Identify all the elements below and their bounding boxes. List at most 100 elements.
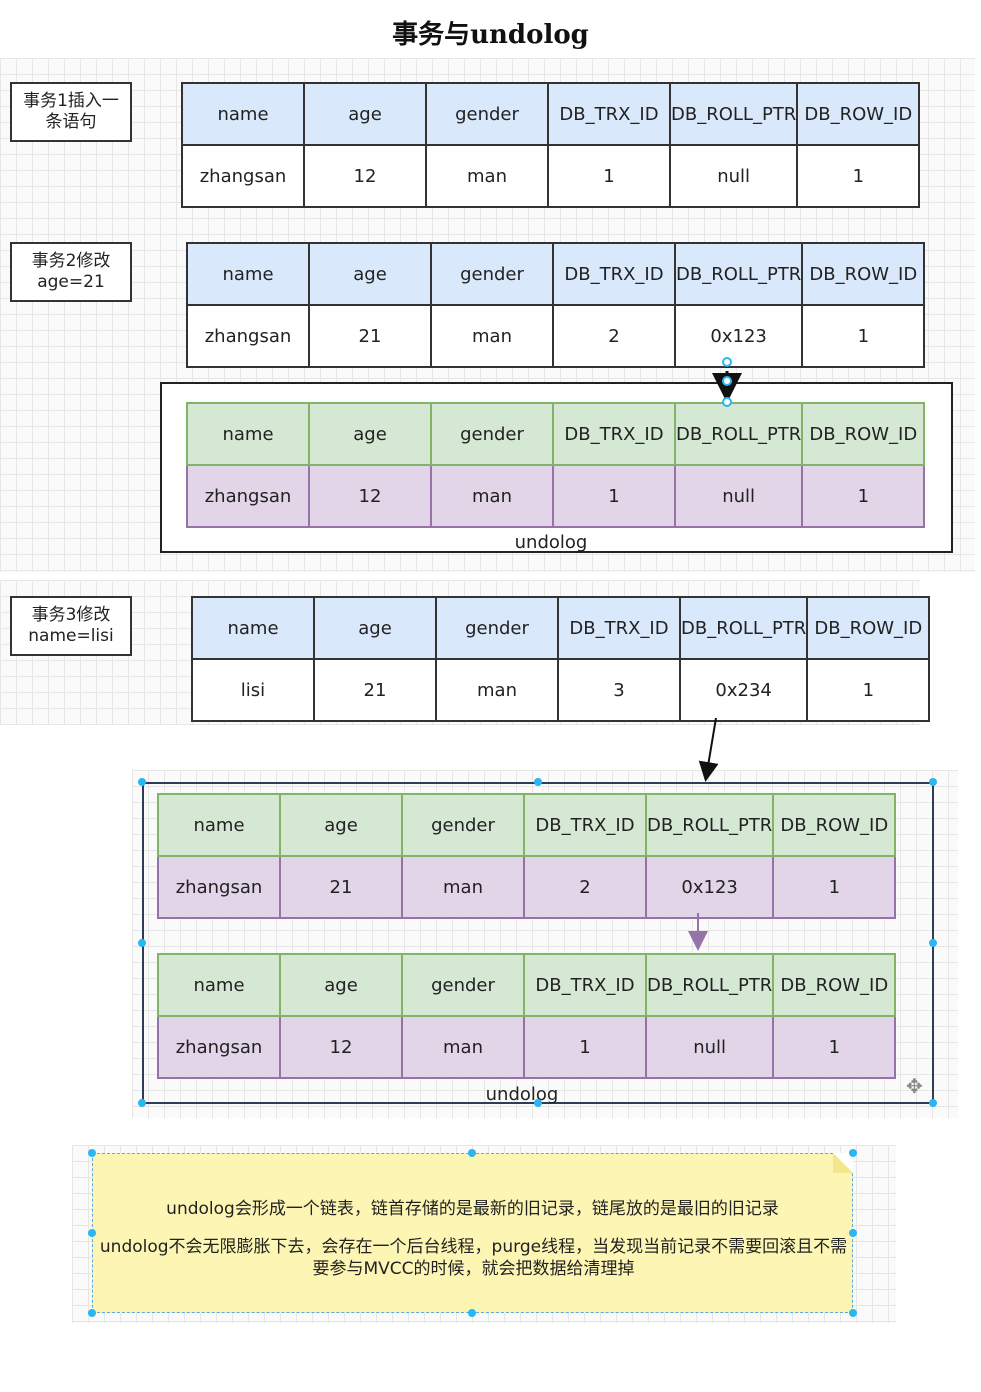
resize-handle[interactable]: [849, 1149, 857, 1157]
cell: man: [401, 1015, 525, 1079]
col-gender: gender: [430, 402, 554, 466]
resize-handle[interactable]: [88, 1309, 96, 1317]
cell: zhangsan: [181, 144, 305, 208]
col-db-roll-ptr: DB_ROLL_PTR: [644, 953, 775, 1017]
step2-label: 事务2修改 age=21: [10, 242, 132, 302]
col-age: age: [279, 953, 403, 1017]
note-line-1: undolog会形成一个链表，链首存储的是最新的旧记录，链尾放的是最旧的旧记录: [166, 1199, 779, 1219]
cell: zhangsan: [157, 1015, 281, 1079]
col-age: age: [313, 596, 437, 660]
note-fold-corner: [833, 1153, 853, 1173]
col-db-roll-ptr: DB_ROLL_PTR: [673, 402, 804, 466]
cell: 1: [801, 304, 926, 368]
cell: 1: [806, 658, 931, 722]
undolog2-table-oldest: name age gender DB_TRX_ID DB_ROLL_PTR DB…: [157, 953, 897, 1079]
undolog-label-1: undolog: [514, 532, 588, 553]
col-db-trx-id: DB_TRX_ID: [552, 242, 676, 306]
cell: null: [673, 464, 804, 528]
table-row: zhangsan 12 man 1 null 1: [157, 1015, 897, 1079]
cell: man: [430, 304, 554, 368]
cell: 21: [313, 658, 437, 722]
cell: zhangsan: [186, 464, 310, 528]
resize-handle[interactable]: [849, 1229, 857, 1237]
cell: zhangsan: [186, 304, 310, 368]
step3-label: 事务3修改 name=lisi: [10, 596, 132, 656]
resize-handle[interactable]: [138, 939, 146, 947]
col-db-row-id: DB_ROW_ID: [772, 793, 897, 857]
cell: 0x123: [673, 304, 804, 368]
cell: 21: [279, 855, 403, 919]
table-row: zhangsan 21 man 2 0x123 1: [157, 855, 897, 919]
resize-handle[interactable]: [849, 1309, 857, 1317]
col-db-roll-ptr: DB_ROLL_PTR: [644, 793, 775, 857]
resize-handle[interactable]: [468, 1309, 476, 1317]
cell: 12: [308, 464, 432, 528]
col-age: age: [279, 793, 403, 857]
cell: 0x234: [678, 658, 809, 722]
cell: man: [435, 658, 559, 722]
col-db-trx-id: DB_TRX_ID: [523, 953, 647, 1017]
cell: 2: [552, 304, 676, 368]
resize-handle[interactable]: [929, 1099, 937, 1107]
undolog-label-2: undolog: [485, 1084, 559, 1105]
pointer-arrow-step3: [698, 717, 719, 782]
cell: null: [668, 144, 799, 208]
col-db-trx-id: DB_TRX_ID: [547, 82, 671, 146]
resize-handle[interactable]: [929, 939, 937, 947]
cell: 12: [303, 144, 427, 208]
col-name: name: [157, 953, 281, 1017]
col-gender: gender: [425, 82, 549, 146]
table-row: zhangsan 12 man 1 null 1: [181, 144, 921, 208]
col-gender: gender: [401, 793, 525, 857]
resize-handle[interactable]: [88, 1229, 96, 1237]
col-name: name: [186, 242, 310, 306]
col-db-row-id: DB_ROW_ID: [772, 953, 897, 1017]
cell: 12: [279, 1015, 403, 1079]
resize-handle[interactable]: [534, 778, 542, 786]
cell: 1: [772, 855, 897, 919]
cell: 0x123: [644, 855, 775, 919]
cell: 3: [557, 658, 681, 722]
col-db-roll-ptr: DB_ROLL_PTR: [673, 242, 804, 306]
table-row: zhangsan 12 man 1 null 1: [186, 464, 926, 528]
resize-handle[interactable]: [88, 1149, 96, 1157]
undolog1-table: name age gender DB_TRX_ID DB_ROLL_PTR DB…: [186, 402, 926, 528]
cell: null: [644, 1015, 775, 1079]
note-line-2: undolog不会无限膨胀下去，会存在一个后台线程，purge线程，当发现当前记…: [99, 1237, 848, 1279]
col-db-row-id: DB_ROW_ID: [796, 82, 921, 146]
col-gender: gender: [430, 242, 554, 306]
cell: zhangsan: [157, 855, 281, 919]
col-db-row-id: DB_ROW_ID: [806, 596, 931, 660]
col-age: age: [308, 242, 432, 306]
table-row: lisi 21 man 3 0x234 1: [191, 658, 931, 722]
step1-table: name age gender DB_TRX_ID DB_ROLL_PTR DB…: [181, 82, 921, 208]
step3-table: name age gender DB_TRX_ID DB_ROLL_PTR DB…: [191, 596, 931, 722]
cell: man: [430, 464, 554, 528]
col-gender: gender: [401, 953, 525, 1017]
cell: 21: [308, 304, 432, 368]
page-title: 事务与undolog: [392, 20, 589, 50]
col-name: name: [157, 793, 281, 857]
resize-handle[interactable]: [138, 1099, 146, 1107]
col-db-roll-ptr: DB_ROLL_PTR: [668, 82, 799, 146]
move-icon[interactable]: ✥: [906, 1074, 923, 1098]
cell: 1: [801, 464, 926, 528]
col-age: age: [308, 402, 432, 466]
cell: 2: [523, 855, 647, 919]
cell: 1: [552, 464, 676, 528]
col-gender: gender: [435, 596, 559, 660]
col-db-trx-id: DB_TRX_ID: [557, 596, 681, 660]
cell: man: [401, 855, 525, 919]
col-name: name: [191, 596, 315, 660]
col-db-roll-ptr: DB_ROLL_PTR: [678, 596, 809, 660]
cell: 1: [796, 144, 921, 208]
resize-handle[interactable]: [138, 778, 146, 786]
resize-handle[interactable]: [534, 1099, 542, 1107]
resize-handle[interactable]: [468, 1149, 476, 1157]
resize-handle[interactable]: [929, 778, 937, 786]
cell: 1: [772, 1015, 897, 1079]
undolog2-table-newest: name age gender DB_TRX_ID DB_ROLL_PTR DB…: [157, 793, 897, 919]
col-age: age: [303, 82, 427, 146]
cell: man: [425, 144, 549, 208]
note-box[interactable]: undolog会形成一个链表，链首存储的是最新的旧记录，链尾放的是最旧的旧记录 …: [92, 1153, 853, 1313]
